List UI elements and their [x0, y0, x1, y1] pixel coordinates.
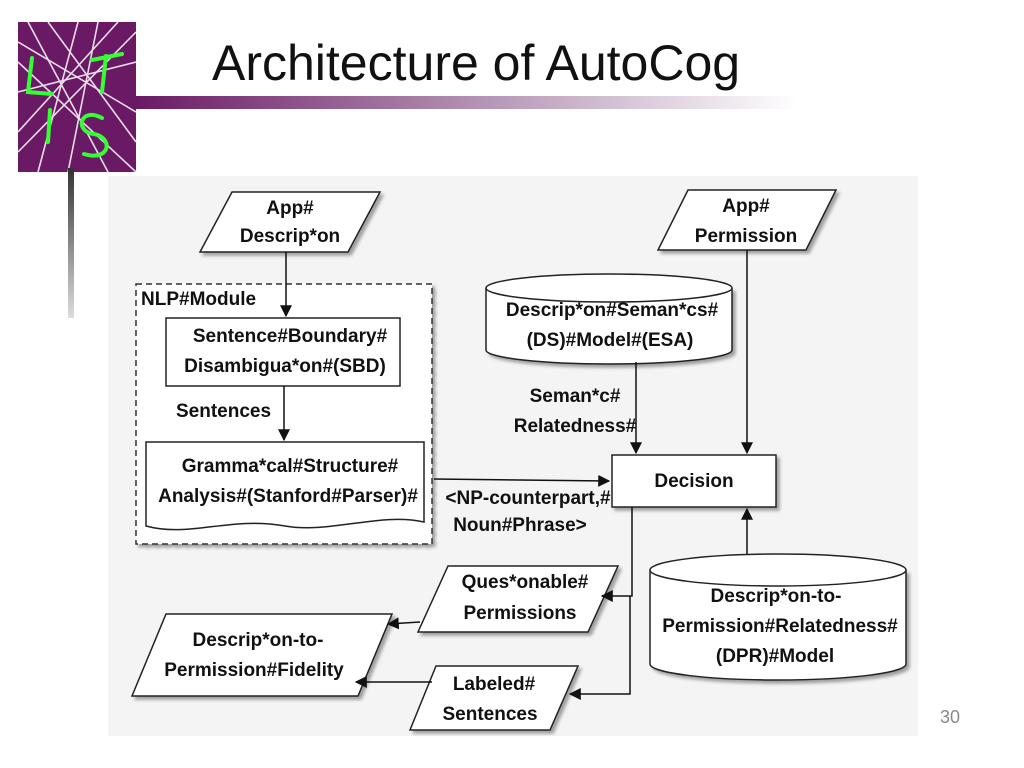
app-description-line1: App#	[266, 198, 314, 219]
fidelity-node: Descrip*on-to- Permission#Fidelity	[130, 613, 394, 697]
title-underline-bar	[136, 96, 796, 109]
nlp-module-label: NLP#Module	[141, 289, 256, 310]
esa-model-node: Descrip*on#Seman*cs# (DS)#Model#(ESA)	[485, 273, 733, 365]
labeled-sentences-node: Labeled# Sentences	[408, 665, 580, 731]
dpr-model-node: Descrip*on-to- Permission#Relatedness# (…	[649, 553, 907, 681]
np-output-line2: Noun#Phrase>	[453, 515, 587, 536]
app-description-line2: Descrip*on	[240, 226, 340, 247]
slide-title: Architecture of AutoCog	[212, 35, 741, 91]
connector-arrows	[278, 250, 753, 700]
questionable-line2: Permissions	[464, 603, 577, 624]
questionable-line1: Ques*onable#	[462, 572, 589, 593]
fidelity-line2: Permission#Fidelity	[164, 660, 344, 681]
sbd-node: Sentence#Boundary# Disambigua*on#(SBD)	[165, 317, 401, 387]
fidelity-line1: Descrip*on-to-	[193, 630, 324, 651]
sbd-line1: Sentence#Boundary#	[193, 326, 388, 347]
app-description-node: App# Descrip*on	[198, 191, 382, 253]
app-permission-node: App# Permission	[656, 189, 838, 251]
app-permission-line2: Permission	[695, 226, 797, 247]
esa-line1: Descrip*on#Seman*cs#	[506, 300, 719, 321]
decision-label: Decision	[654, 471, 733, 492]
questionable-permissions-node: Ques*onable# Permissions	[416, 565, 620, 633]
labeled-line1: Labeled#	[453, 674, 536, 695]
sentences-label: Sentences	[176, 401, 271, 422]
list-logo	[18, 22, 136, 172]
semantic-relatedness-line1: Seman*c#	[530, 386, 621, 407]
sbd-line2: Disambigua*on#(SBD)	[184, 356, 386, 377]
decision-node: Decision	[611, 454, 777, 508]
np-output-line1: <NP-counterpart,#	[445, 488, 611, 509]
esa-line2: (DS)#Model#(ESA)	[527, 330, 694, 351]
dpr-line1: Descrip*on-to-	[711, 586, 842, 607]
grammatical-line2: Analysis#(Stanford#Parser)#	[158, 486, 418, 507]
grammatical-analysis-node: Gramma*cal#Structure# Analysis#(Stanford…	[145, 441, 425, 531]
logo-pole-decoration	[68, 168, 74, 318]
dpr-line3: (DPR)#Model	[716, 646, 834, 667]
labeled-line2: Sentences	[442, 704, 537, 725]
app-permission-line1: App#	[722, 196, 770, 217]
grammatical-line1: Gramma*cal#Structure#	[182, 456, 399, 477]
dpr-line2: Permission#Relatedness#	[662, 616, 898, 637]
semantic-relatedness-line2: Relatedness#	[514, 416, 637, 437]
page-number: 30	[939, 707, 960, 727]
